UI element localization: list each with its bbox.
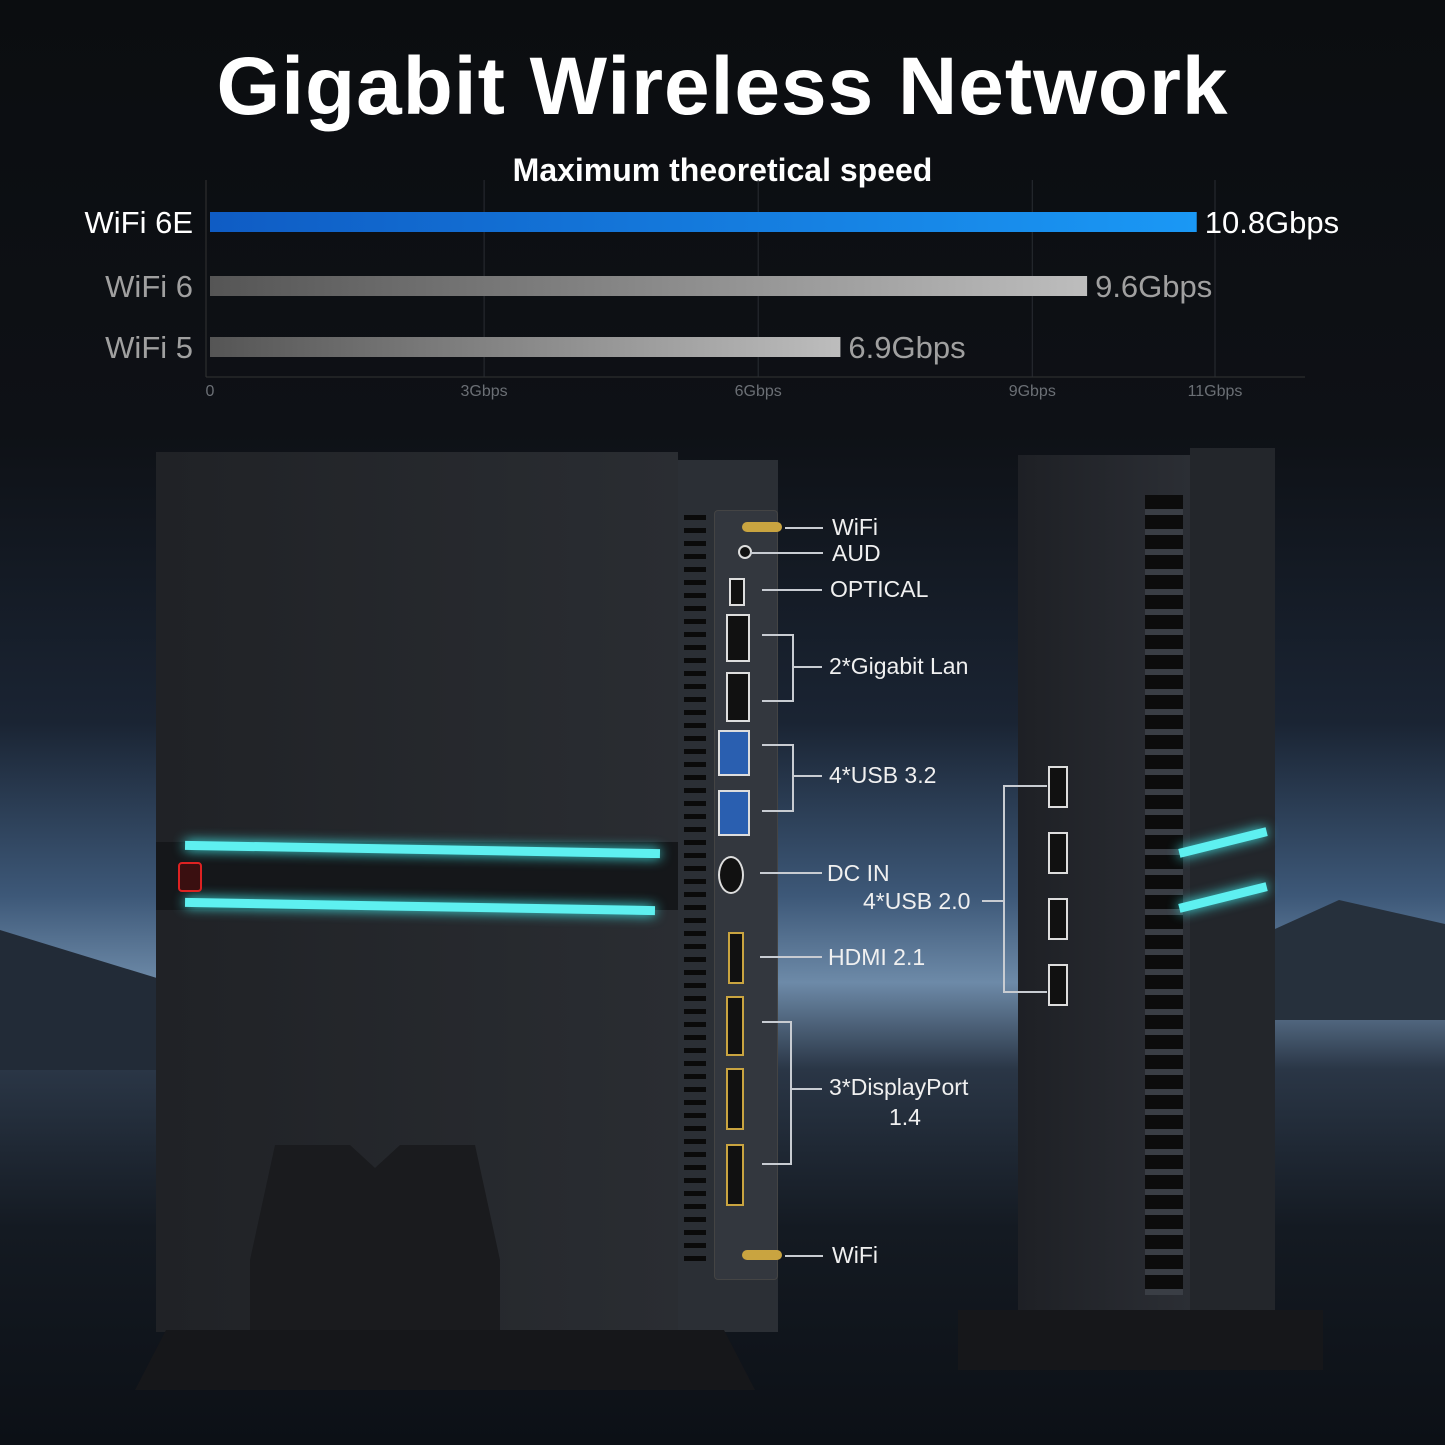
wifi-antenna-connector-bottom [742,1250,782,1260]
value-label: 10.8Gbps [1205,205,1339,240]
usb20-port-3 [1048,898,1068,940]
x-tick-label: 3Gbps [461,383,508,400]
leader-line [762,589,822,591]
leader-line [760,872,822,874]
leader-line [760,956,822,958]
label-wifi-top: WiFi [832,514,878,540]
usb20-port-1 [1048,766,1068,808]
label-usb20: 4*USB 2.0 [863,888,971,914]
leader-line [785,1255,823,1257]
label-dc-in: DC IN [827,860,890,886]
category-label: WiFi 5 [105,330,193,365]
bar-wifi-6 [210,276,1088,296]
x-tick-label: 0 [206,383,215,400]
leader-line [794,666,822,668]
leader-bracket [762,744,794,812]
side-vent [1145,495,1183,1295]
dp-port-2 [726,1068,744,1130]
bar-wifi-6e [210,212,1197,232]
label-displayport-version: 1.4 [889,1104,921,1130]
leader-line [794,775,822,777]
hdmi-port [728,932,744,984]
dc-in-port [718,856,744,894]
wifi-antenna-connector-top [742,522,782,532]
value-label: 6.9Gbps [848,330,965,365]
stand-base [135,1330,755,1390]
bar-wifi-5 [210,337,841,357]
leader-line [750,552,823,554]
label-lan: 2*Gigabit Lan [829,653,969,679]
category-label: WiFi 6E [85,205,194,240]
lan-port-1 [726,614,750,662]
leader-bracket [762,1021,792,1165]
lan-port-2 [726,672,750,722]
usb32-port-2 [718,790,750,836]
label-hdmi: HDMI 2.1 [828,944,926,970]
dp-port-3 [726,1144,744,1206]
label-displayport: 3*DisplayPort [829,1074,969,1100]
leader-bracket [1003,785,1047,993]
dp-port-1 [726,996,744,1056]
label-wifi-bottom: WiFi [832,1242,878,1268]
usb20-port-4 [1048,964,1068,1006]
x-tick-label: 9Gbps [1009,383,1056,400]
label-aud: AUD [832,540,881,566]
speed-chart: 0 3Gbps 6Gbps 9Gbps 11Gbps WiFi 6E 10.8GbpsWiF… [85,180,1339,400]
leader-line [785,527,823,529]
x-tick-label: 6Gbps [735,383,782,400]
category-label: WiFi 6 [105,269,193,304]
usb32-port-1 [718,730,750,776]
leader-line [982,900,1004,902]
vent-slots [684,515,706,1265]
label-usb32: 4*USB 3.2 [829,762,937,788]
leader-line [792,1088,822,1090]
leader-bracket [762,634,794,702]
chart-title: Maximum theoretical speed [512,152,933,188]
x-tick-label: 11Gbps [1188,383,1243,400]
power-button [178,862,202,892]
mini-pc-side-panel [1190,448,1275,1310]
optical-port [729,578,745,606]
page-title: Gigabit Wireless Network [216,41,1229,132]
side-stand-base [958,1310,1323,1370]
value-label: 9.6Gbps [1095,269,1212,304]
label-optical: OPTICAL [830,576,929,602]
usb20-port-2 [1048,832,1068,874]
